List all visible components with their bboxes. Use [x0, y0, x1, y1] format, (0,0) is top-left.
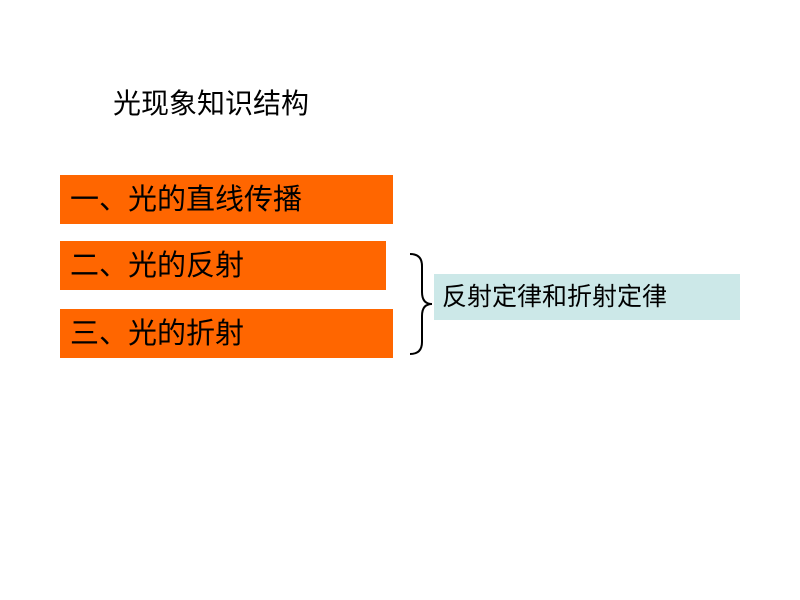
topic-box-reflection: 二、光的反射 [60, 241, 386, 290]
topic-box-straight-line-propagation: 一、光的直线传播 [60, 175, 393, 224]
laws-box: 反射定律和折射定律 [434, 274, 740, 320]
slide-title: 光现象知识结构 [113, 87, 310, 120]
topic-label: 三、光的折射 [70, 316, 245, 350]
topic-box-refraction: 三、光的折射 [60, 309, 393, 358]
topic-label: 二、光的反射 [70, 248, 245, 282]
right-brace-icon [409, 253, 433, 355]
topic-label: 一、光的直线传播 [70, 182, 303, 216]
laws-label: 反射定律和折射定律 [442, 282, 668, 311]
